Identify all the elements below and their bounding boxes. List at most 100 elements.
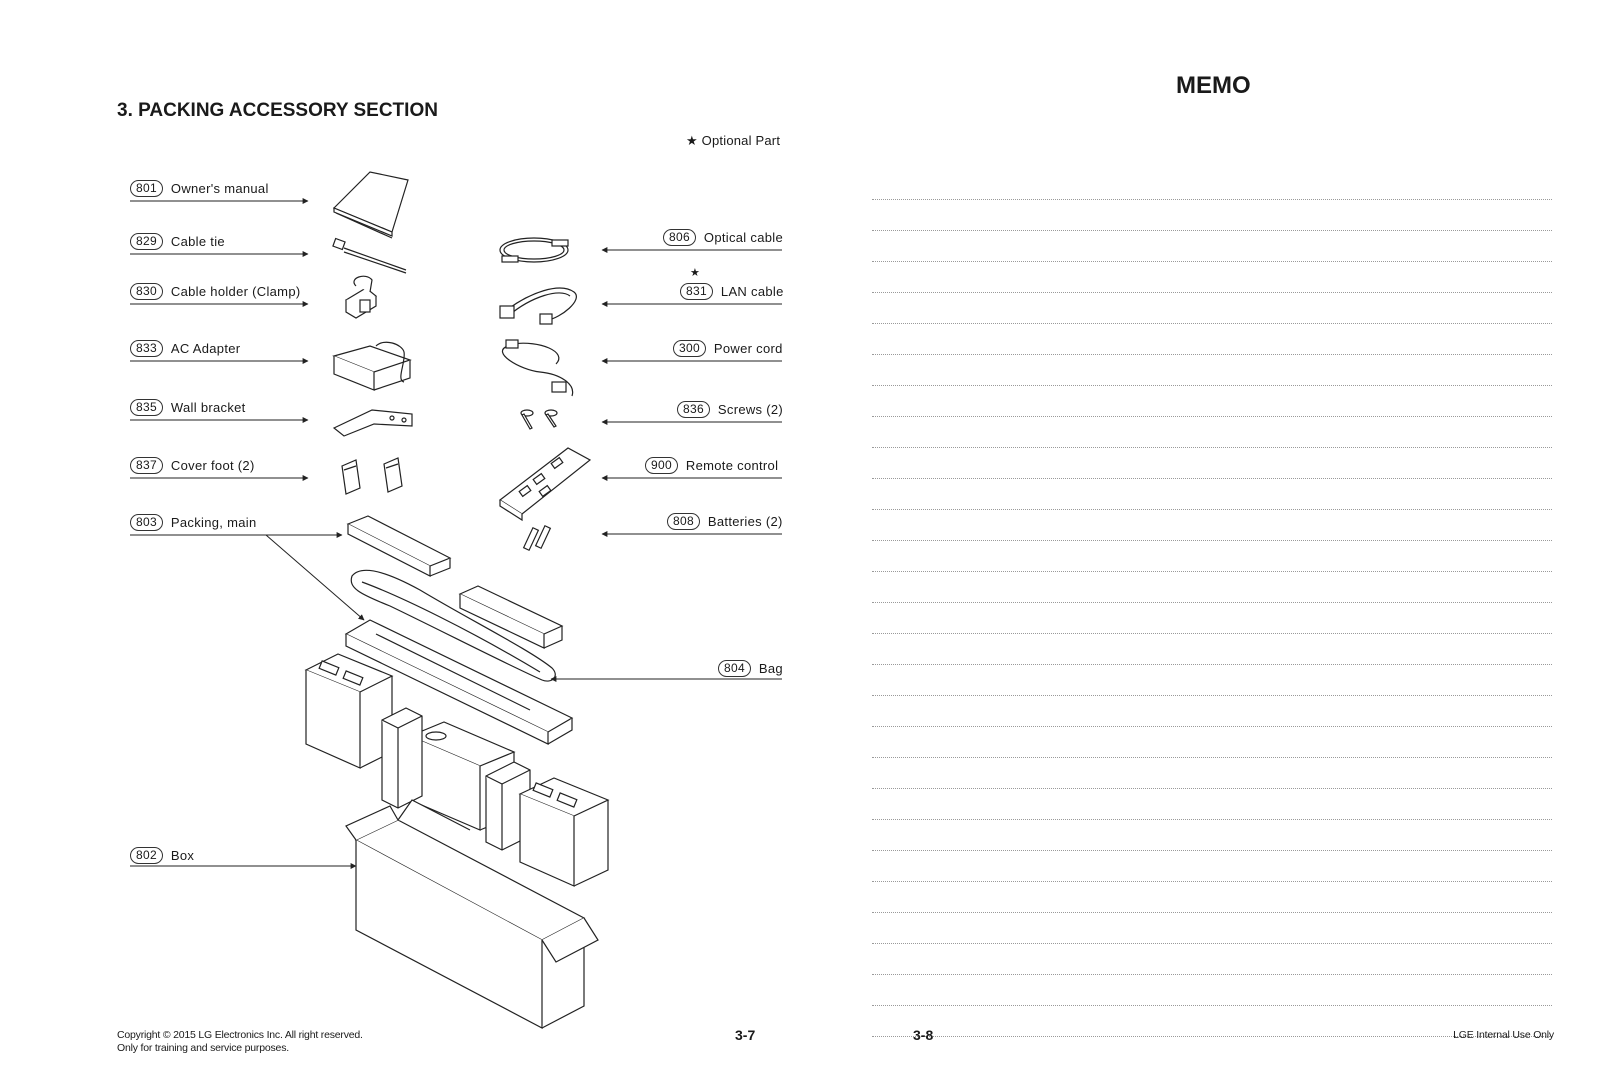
memo-line [872,293,1552,324]
callout-owners-manual: 801 Owner's manual [130,180,269,197]
part-number: 900 [645,457,678,474]
copyright-line-2: Only for training and service purposes. [117,1042,289,1054]
memo-line [872,479,1552,510]
optional-star-icon: ★ [690,267,700,279]
star-icon: ★ [686,133,698,148]
callout-bag: 804 Bag [718,660,783,677]
memo-line [872,1006,1552,1037]
part-number: 829 [130,233,163,250]
part-label: Box [170,848,195,863]
memo-line [872,727,1552,758]
callout-cover-foot: 837 Cover foot (2) [130,457,255,474]
part-number: 830 [130,283,163,300]
ac-adapter-illustration [332,341,412,391]
memo-line [872,572,1552,603]
memo-line [872,386,1552,417]
callout-wall-bracket: 835 Wall bracket [130,399,246,416]
memo-line [872,417,1552,448]
callout-batteries: 808 Batteries (2) [667,513,783,530]
legend-label: Optional Part [701,133,781,148]
batteries-illustration [522,524,552,552]
callout-box: 802 Box [130,847,194,864]
part-number: 803 [130,514,163,531]
memo-line [872,634,1552,665]
part-label: AC Adapter [170,341,241,356]
memo-line [872,789,1552,820]
owners-manual-illustration [332,171,409,239]
memo-lines [872,169,1552,1037]
foam-block-right [518,777,610,887]
memo-line [872,200,1552,231]
remote-control-illustration [498,447,592,522]
packing-tray [344,619,574,745]
memo-line [872,355,1552,386]
memo-line [872,262,1552,293]
memo-line [872,913,1552,944]
cable-tie-illustration [332,237,407,274]
part-number: 801 [130,180,163,197]
lan-cable-illustration [499,287,577,325]
part-label: Batteries (2) [707,514,783,529]
internal-use-note: LGE Internal Use Only [1453,1029,1554,1041]
section-title: 3. PACKING ACCESSORY SECTION [117,100,438,121]
part-label: Owner's manual [170,181,269,196]
copyright-footer: Copyright © 2015 LG Electronics Inc. All… [117,1029,363,1055]
bag-illustration [350,569,556,682]
part-number: 806 [663,229,696,246]
memo-line [872,944,1552,975]
callout-optical-cable: 806 Optical cable [663,229,783,246]
part-number: 808 [667,513,700,530]
right-page: MEMO 3-8 LGE Internal Use Only [800,0,1600,1080]
page-number-right: 3-8 [913,1027,934,1043]
memo-title: MEMO [1176,72,1251,99]
memo-line [872,510,1552,541]
part-label: Cover foot (2) [170,458,255,473]
foam-block-left [304,653,394,769]
optional-part-legend: ★ Optional Part [686,133,780,149]
optical-cable-illustration [499,237,569,263]
memo-line [872,820,1552,851]
part-number: 836 [677,401,710,418]
power-cord-illustration [501,339,574,397]
part-label: Optical cable [703,230,783,245]
cover-foot-illustration [341,457,403,495]
page-number-left: 3-7 [735,1027,756,1043]
memo-line [872,882,1552,913]
callout-cable-holder: 830 Cable holder (Clamp) [130,283,300,300]
copyright-line-1: Copyright © 2015 LG Electronics Inc. All… [117,1029,363,1041]
part-label: Power cord [713,341,783,356]
part-label: Cable holder (Clamp) [170,284,301,299]
memo-line [872,851,1552,882]
callout-screws: 836 Screws (2) [677,401,783,418]
part-number: 835 [130,399,163,416]
cable-holder-illustration [344,275,378,319]
part-number: 831 [680,283,713,300]
callout-cable-tie: 829 Cable tie [130,233,225,250]
part-label: Bag [758,661,783,676]
memo-line [872,448,1552,479]
part-label: Wall bracket [170,400,246,415]
part-label: Packing, main [170,515,257,530]
memo-line [872,758,1552,789]
screws-illustration [520,409,558,430]
part-number: 300 [673,340,706,357]
packing-bracket-left [381,707,423,809]
part-number: 833 [130,340,163,357]
part-number: 837 [130,457,163,474]
callout-ac-adapter: 833 AC Adapter [130,340,240,357]
part-label: Remote control [685,458,779,473]
exploded-packing-diagram [130,171,782,1029]
left-page: 3. PACKING ACCESSORY SECTION ★ Optional … [117,100,784,1055]
part-label: Cable tie [170,234,225,249]
callout-lan-cable: 831 LAN cable [680,283,784,300]
callout-packing-main: 803 Packing, main [130,514,256,531]
memo-line [872,975,1552,1006]
callout-power-cord: 300 Power cord [673,340,783,357]
part-label: LAN cable [720,284,784,299]
packing-end-piece [458,585,564,649]
part-number: 804 [718,660,751,677]
part-number: 802 [130,847,163,864]
memo-line [872,231,1552,262]
box-illustration [345,799,599,1029]
memo-line [872,665,1552,696]
